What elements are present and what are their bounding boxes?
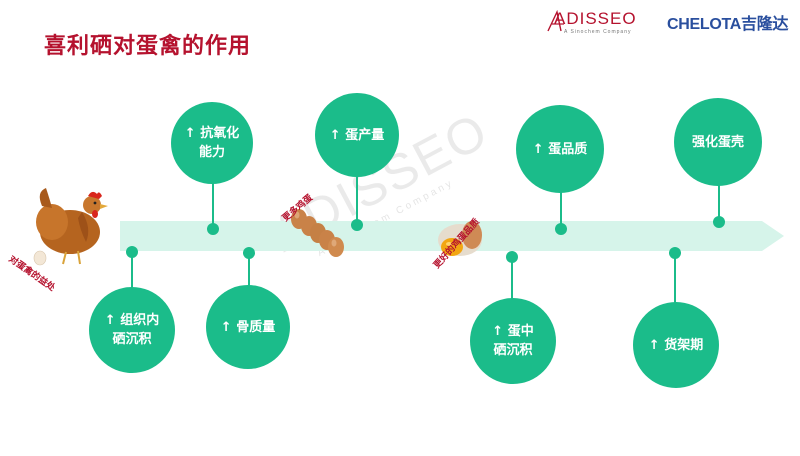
timeline-dot [669,247,681,259]
adisseo-logo-subtitle: A Sinochem Company [564,29,632,35]
adisseo-logo-text: ADISSEO [554,9,637,28]
timeline-dot [506,251,518,263]
adisseo-logo: ADISSEO A Sinochem Company [546,9,652,35]
hen-icon [33,188,108,266]
adisseo-logo-mark-icon [547,9,564,32]
timeline-dot [713,216,725,228]
egg-yolk-icon [438,221,482,256]
benefit-circle-bone-quality: ↑ 骨质量 [206,285,290,369]
benefit-circle-egg-quality: ↑ 蛋品质 [516,105,604,193]
benefit-circle-antioxidant: ↑ 抗氧化能力 [171,102,253,184]
benefit-label: ↑ 蛋品质 [532,141,588,157]
timeline-dot [351,219,363,231]
benefit-circle-tissue-selenium: ↑ 组织内硒沉积 [89,287,175,373]
page-title: 喜利硒对蛋禽的作用 [44,34,252,59]
timeline-dot [207,223,219,235]
benefit-circle-egg-selenium: ↑ 蛋中硒沉积 [470,298,556,384]
benefit-circle-egg-production: ↑ 蛋产量 [315,93,399,177]
benefit-circle-eggshell: 强化蛋壳 [674,98,762,186]
benefit-label: ↑ 货架期 [648,337,704,353]
benefit-label: 强化蛋壳 [691,134,744,150]
timeline-dot [126,246,138,258]
benefit-label: ↑ 蛋中硒沉积 [492,324,534,358]
eggs-icon [291,209,344,257]
benefit-circle-shelf-life: ↑ 货架期 [633,302,719,388]
benefit-label: ↑ 蛋产量 [329,127,385,143]
benefit-label: ↑ 骨质量 [220,319,276,335]
chelota-logo: CHELOTA吉隆达 [667,16,789,33]
benefit-label: ↑ 抗氧化能力 [184,126,240,160]
benefit-label: ↑ 组织内硒沉积 [104,313,160,347]
timeline-dot [555,223,567,235]
timeline-dot [243,247,255,259]
